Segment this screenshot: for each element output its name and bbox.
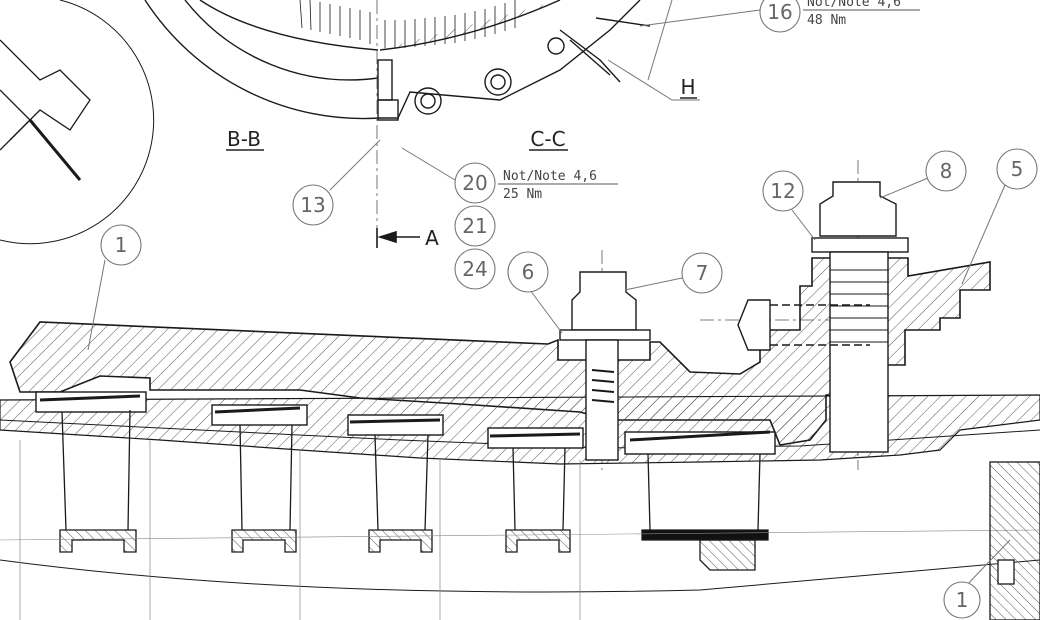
callout-label: 1 [115, 233, 128, 257]
callout-label: 20 [462, 171, 487, 195]
note-text-16: Not/Note 4,6 [807, 0, 901, 10]
callout-label: 21 [462, 214, 487, 238]
left-circle-detail [0, 0, 155, 245]
callout-16: 16 [759, 0, 801, 33]
callout-label: 16 [767, 0, 792, 24]
callout-label: 12 [770, 179, 795, 203]
callout-label: 24 [462, 257, 487, 281]
section-label-a: A [425, 226, 439, 250]
torque-note-20: Not/Note 4,6 25 Nm [498, 169, 618, 202]
ring-detail-view [144, 0, 651, 121]
callout-label: 13 [300, 193, 325, 217]
section-label-h: H [680, 75, 695, 99]
callout-label: 5 [1011, 157, 1024, 181]
lower-bearing-cups [0, 409, 1040, 620]
callout-12: 12 [762, 170, 804, 212]
note-torque-16: 48 Nm [807, 13, 846, 28]
callout-21: 21 [454, 205, 496, 247]
callout-8: 8 [925, 150, 967, 192]
callout-1: 1 [100, 224, 142, 266]
section-label-bb: B-B [227, 127, 261, 151]
callout-label: 8 [940, 159, 953, 183]
callout-label: 1 [956, 588, 969, 612]
callout-20: 20 [454, 162, 496, 204]
callout-7: 7 [681, 252, 723, 294]
note-text-20: Not/Note 4,6 [503, 169, 597, 184]
fasteners [559, 181, 909, 461]
callout-label: 7 [696, 261, 709, 285]
callout-24: 24 [454, 248, 496, 290]
callout-label: 6 [522, 260, 535, 284]
bearing-inserts [35, 391, 776, 455]
note-torque-20: 25 Nm [503, 187, 542, 202]
callout-13: 13 [292, 184, 334, 226]
section-arrow-a [376, 228, 420, 248]
section-labels: B-B C-C H A [226, 75, 697, 250]
torque-note-16: Not/Note 4,6 48 Nm [803, 0, 920, 28]
leader-lines [87, 0, 1011, 591]
callout-1-lower: 1 [943, 581, 981, 619]
callout-6: 6 [507, 251, 549, 293]
section-label-cc: C-C [530, 127, 565, 151]
callout-5: 5 [996, 148, 1038, 190]
